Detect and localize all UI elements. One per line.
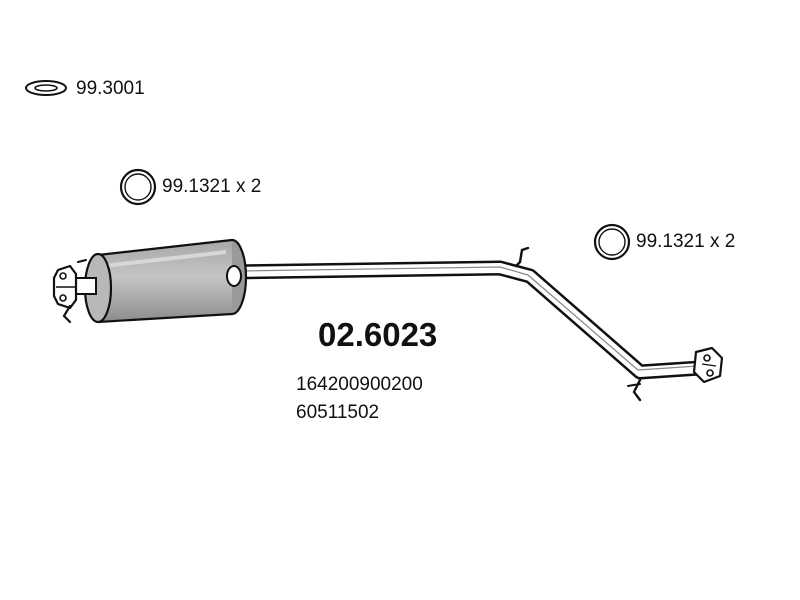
gasket-icon	[25, 80, 67, 96]
gasket-label: 99.3001	[76, 78, 145, 99]
hanger-bracket	[627, 378, 642, 402]
front-flange	[52, 259, 97, 324]
oem-reference: 60511502	[296, 402, 380, 423]
muffler-body	[83, 238, 248, 324]
part-number: 02.6023	[318, 316, 438, 353]
ring-left-label: 99.1321 x 2	[162, 176, 262, 197]
exhaust-pipe	[224, 260, 708, 380]
ring-icon	[119, 168, 157, 206]
rear-flange	[692, 346, 724, 384]
ring-right-label: 99.1321 x 2	[636, 231, 736, 252]
oem-reference: 164200900200	[296, 374, 423, 395]
hanger-bracket	[514, 246, 530, 268]
ring-icon	[593, 223, 631, 261]
